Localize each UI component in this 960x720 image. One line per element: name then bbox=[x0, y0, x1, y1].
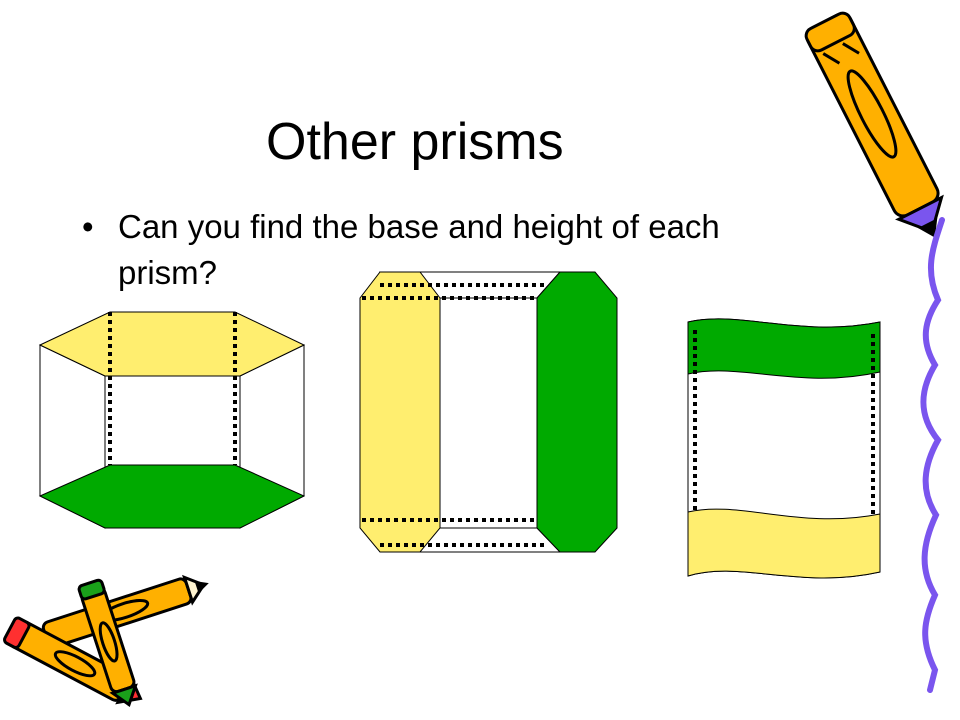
wavy-prism-bottom-base bbox=[687, 508, 881, 579]
octagonal-prism bbox=[359, 271, 618, 553]
oct-prism-right-base bbox=[536, 271, 618, 553]
bullet-marker: • bbox=[82, 208, 94, 245]
bullet-item: • Can you find the base and height of ea… bbox=[82, 204, 802, 296]
hexagonal-prism bbox=[38, 311, 306, 529]
wavy-prism bbox=[687, 318, 881, 579]
slide-title: Other prisms bbox=[266, 113, 564, 171]
crossed-pencils-icon bbox=[3, 574, 209, 708]
bullet-text: Can you find the base and height of each… bbox=[118, 208, 720, 291]
oct-prism-left-base bbox=[359, 271, 441, 553]
bullet-list: • Can you find the base and height of ea… bbox=[82, 204, 802, 296]
pencil-icon bbox=[804, 11, 944, 238]
squiggle-line-icon bbox=[920, 217, 945, 693]
wavy-prism-top-base bbox=[687, 318, 881, 379]
oct-prism-front-face bbox=[439, 297, 538, 529]
